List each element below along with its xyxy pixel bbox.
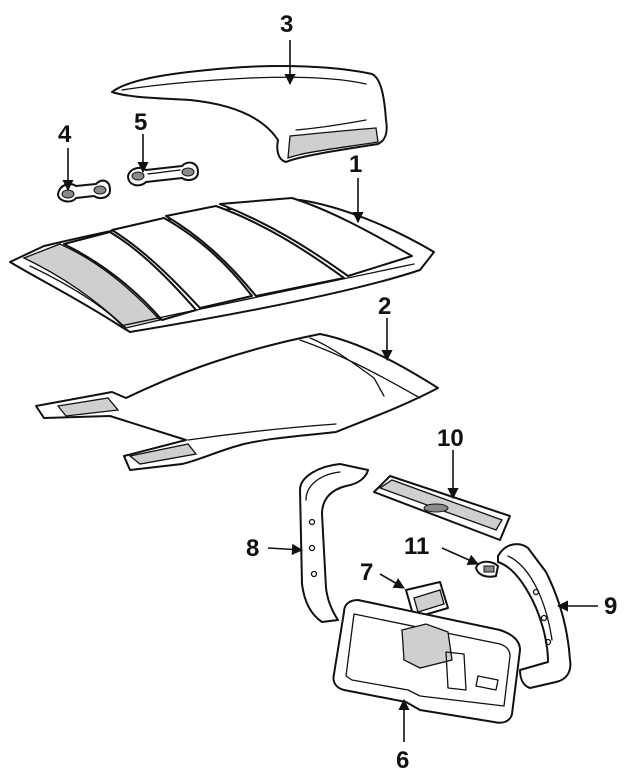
callout-4: 4 (58, 121, 72, 148)
part-11-clip (475, 560, 499, 578)
callout-5: 5 (134, 109, 147, 136)
part-7-latch-cover (405, 581, 449, 619)
callout-6: 6 (396, 747, 409, 774)
leader-8 (267, 543, 304, 555)
part-6-liftgate-trim-panel (332, 599, 521, 724)
callout-1: 1 (349, 151, 362, 178)
part-9-right-pillar-trim (497, 543, 572, 689)
callout-11: 11 (404, 533, 429, 560)
part-8-left-pillar-trim (299, 463, 369, 623)
part-5-assist-handle (127, 161, 199, 187)
part-2-roof-liner (35, 333, 439, 471)
callout-3: 3 (280, 11, 293, 38)
leader-11 (441, 547, 480, 566)
callout-7: 7 (360, 559, 373, 586)
callout-2: 2 (378, 293, 391, 320)
leader-lines (62, 40, 598, 742)
callout-labels: 3 4 5 1 2 10 11 7 8 9 6 (58, 11, 617, 774)
part-4-assist-handle (57, 179, 111, 203)
callout-9: 9 (604, 593, 617, 620)
callout-10: 10 (437, 425, 464, 452)
part-10-upper-trim-molding (373, 475, 511, 541)
part-3-rear-header-trim (111, 65, 388, 163)
callout-8: 8 (246, 535, 259, 562)
part-1-headliner-panels (9, 197, 435, 333)
leader-7 (379, 573, 405, 589)
